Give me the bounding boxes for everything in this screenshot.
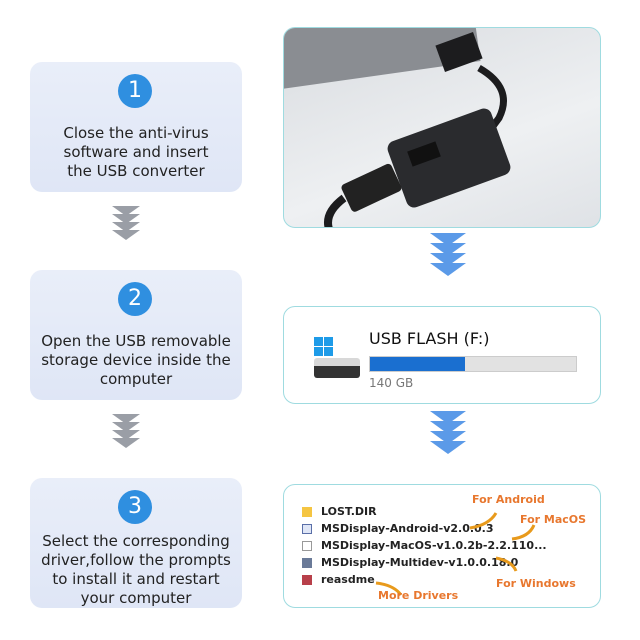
drive-size: 140 GB	[369, 376, 414, 390]
app-icon	[302, 523, 312, 534]
file-name: MSDisplay-Multidev-v1.0.0.18.0	[321, 556, 519, 569]
folder-icon	[302, 506, 312, 517]
drive-usage-fill	[370, 357, 465, 371]
windows-drive-icon	[314, 337, 360, 378]
step-text: Close the anti-virus software and insert…	[63, 124, 209, 180]
file-item[interactable]: MSDisplay-MacOS-v1.0.2b-2.2.110...	[302, 539, 547, 552]
drive-name: USB FLASH (F:)	[369, 329, 490, 348]
monitor-icon	[302, 557, 312, 568]
file-item[interactable]: MSDisplay-Android-v2.0.0.3	[302, 522, 494, 535]
usb-drive-card[interactable]: USB FLASH (F:) 140 GB	[283, 306, 601, 404]
step-text: Select the corresponding driver,follow t…	[41, 532, 231, 607]
label-more-drivers: More Drivers	[378, 589, 459, 602]
drive-usage-bar	[369, 356, 577, 372]
file-name: MSDisplay-Android-v2.0.0.3	[321, 522, 494, 535]
annotation-arrows	[375, 512, 536, 596]
file-item[interactable]: reasdme	[302, 573, 375, 586]
chevron-down-icon	[112, 414, 140, 448]
step-number: 2	[118, 282, 152, 316]
chevron-down-icon	[430, 233, 466, 276]
file-item[interactable]: LOST.DIR	[302, 505, 377, 518]
step-number: 3	[118, 490, 152, 524]
file-name: LOST.DIR	[321, 505, 377, 518]
step-3-card: 3 Select the corresponding driver,follow…	[30, 478, 242, 608]
step-number: 1	[118, 74, 152, 108]
step-text: Open the USB removable storage device in…	[41, 332, 231, 388]
chevron-down-icon	[112, 206, 140, 240]
archive-icon	[302, 574, 312, 585]
label-for-android: For Android	[472, 493, 545, 506]
file-name: MSDisplay-MacOS-v1.0.2b-2.2.110...	[321, 539, 547, 552]
file-name: reasdme	[321, 573, 375, 586]
step-1-card: 1 Close the anti-virus software and inse…	[30, 62, 242, 192]
label-for-windows: For Windows	[496, 577, 576, 590]
document-icon	[302, 540, 312, 551]
step-2-card: 2 Open the USB removable storage device …	[30, 270, 242, 400]
file-list-card: LOST.DIR MSDisplay-Android-v2.0.0.3 MSDi…	[283, 484, 601, 608]
usb-adapter-photo	[283, 27, 601, 228]
label-for-macos: For MacOS	[520, 513, 587, 526]
file-item[interactable]: MSDisplay-Multidev-v1.0.0.18.0	[302, 556, 518, 569]
chevron-down-icon	[430, 411, 466, 454]
